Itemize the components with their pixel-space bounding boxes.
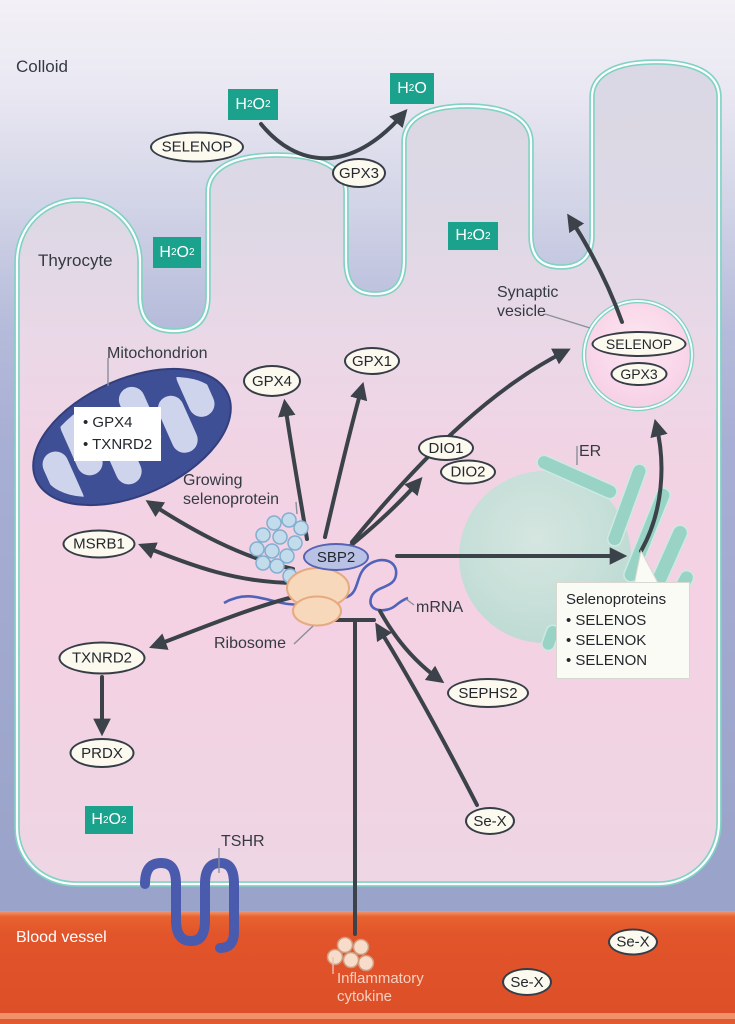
h2o2-text: H bbox=[235, 95, 247, 113]
er-selenoproteins-box: Selenoproteins • SELENOS • SELENOK • SEL… bbox=[556, 582, 690, 679]
label-connectors bbox=[107, 313, 591, 974]
pill-msrb1: MSRB1 bbox=[62, 529, 136, 559]
mito-box-item-txnrd2: • TXNRD2 bbox=[83, 436, 153, 453]
pill-selenop-colloid: SELENOP bbox=[150, 131, 244, 163]
colloid-label: Colloid bbox=[16, 57, 68, 76]
pill-selenop-vesicle: SELENOP bbox=[591, 331, 687, 357]
pill-sephs2: SEPHS2 bbox=[447, 678, 529, 708]
pill-dio1: DIO1 bbox=[418, 435, 474, 461]
pill-txnrd2: TXNRD2 bbox=[58, 641, 146, 675]
pill-gpx3-vesicle: GPX3 bbox=[610, 362, 668, 386]
thyrocyte-label: Thyrocyte bbox=[38, 251, 113, 270]
tshr-label: TSHR bbox=[221, 833, 265, 850]
arrow-vesicle-secretion bbox=[567, 213, 624, 324]
inflammatory-cytokine-label: Inflammatory cytokine bbox=[337, 970, 424, 1005]
pill-gpx3-colloid: GPX3 bbox=[332, 158, 386, 188]
pathway-arrows bbox=[93, 108, 668, 936]
pill-sbp2: SBP2 bbox=[303, 543, 369, 571]
mrna-label: mRNA bbox=[416, 599, 464, 616]
selenoproteins-item-selenos: • SELENOS bbox=[566, 612, 647, 629]
mrna-strand bbox=[223, 558, 409, 612]
arrow-to-vesicle bbox=[350, 348, 571, 544]
arrow-to-txnrd2 bbox=[149, 594, 299, 650]
blood-vessel-label: Blood vessel bbox=[16, 929, 107, 946]
arrow-to-msrb1 bbox=[138, 542, 298, 585]
pill-sex-cytoplasm: Se-X bbox=[465, 807, 515, 835]
pill-gpx4: GPX4 bbox=[243, 365, 301, 397]
synaptic-vesicle-label: Synaptic vesicle bbox=[497, 284, 559, 320]
h2o-text: H bbox=[397, 79, 409, 97]
growing-selenoprotein-chain bbox=[249, 512, 309, 584]
arrow-h2o2-to-h2o bbox=[259, 108, 408, 161]
pill-gpx1: GPX1 bbox=[344, 347, 400, 375]
er-label: ER bbox=[579, 443, 602, 460]
tshr-receptor bbox=[140, 858, 239, 953]
arrow-er-to-vesicle bbox=[639, 418, 668, 553]
pill-sex-vessel-1: Se-X bbox=[608, 928, 658, 956]
arrow-sex-to-ribosome bbox=[375, 622, 479, 807]
pill-prdx: PRDX bbox=[69, 738, 135, 768]
cytokine-particles bbox=[326, 936, 375, 972]
pill-dio2: DIO2 bbox=[440, 459, 496, 485]
mito-box-item-gpx4: • GPX4 bbox=[83, 414, 133, 431]
selenoproteins-box-title: Selenoproteins bbox=[566, 591, 667, 608]
growing-selenoprotein-label: Growing selenoprotein bbox=[183, 472, 280, 508]
ribosome-label: Ribosome bbox=[214, 635, 287, 652]
arrow-to-gpx1 bbox=[323, 381, 368, 539]
thyrocyte-membrane-inner-line bbox=[15, 60, 721, 886]
mitochondrion-label: Mitochondrion bbox=[107, 345, 208, 362]
mitochondrion-proteins-box: • GPX4 • TXNRD2 bbox=[74, 407, 162, 461]
ribosome-organelle bbox=[286, 567, 350, 627]
selenoproteins-item-selenon: • SELENON bbox=[566, 652, 648, 669]
selenoproteins-item-selenok: • SELENOK bbox=[566, 632, 647, 649]
pill-sex-vessel-2: Se-X bbox=[502, 968, 552, 996]
arrow-to-sephs2 bbox=[378, 609, 445, 684]
